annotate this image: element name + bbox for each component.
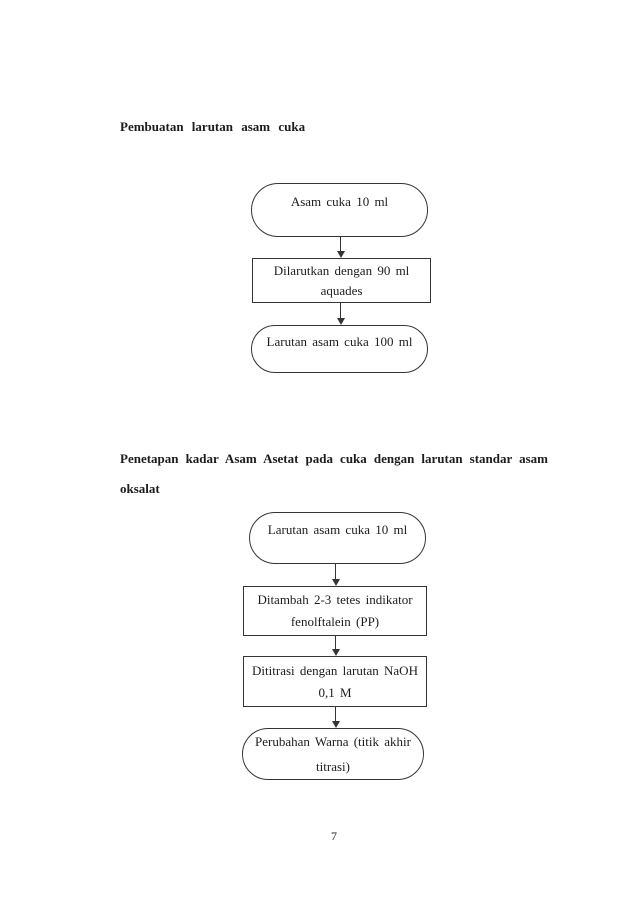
flow1-end-text: Larutan asam cuka 100 ml xyxy=(266,334,413,349)
arrow-head-icon xyxy=(336,251,345,258)
arrow-head-icon xyxy=(331,721,340,728)
section2-heading-line1: Penetapan kadar Asam Asetat pada cuka de… xyxy=(120,451,548,466)
flow2-process1-box: Ditambah 2-3 tetes indikator fenolftalei… xyxy=(243,586,427,636)
flow2-process1-line1: Ditambah 2-3 tetes indikator xyxy=(257,592,413,607)
section1-heading: Pembuatan larutan asam cuka xyxy=(120,119,306,134)
flow2-start-text: Larutan asam cuka 10 ml xyxy=(267,522,408,537)
flow2-end-line2: titrasi) xyxy=(316,759,350,774)
page-number: 7 xyxy=(331,829,337,843)
arrow-stem xyxy=(340,303,341,318)
flow1-start-text: Asam cuka 10 ml xyxy=(290,194,389,209)
flow1-process-line1: Dilarutkan dengan 90 ml xyxy=(273,262,410,278)
flow2-process2-box: Dititrasi dengan larutan NaOH 0,1 M xyxy=(243,656,427,707)
flow1-arrow-1 xyxy=(336,237,345,258)
flow1-start-terminal: Asam cuka 10 ml xyxy=(251,183,428,237)
arrow-stem xyxy=(335,707,336,721)
flow2-arrow-2 xyxy=(331,636,340,656)
arrow-head-icon xyxy=(331,649,340,656)
section2-heading: Penetapan kadar Asam Asetat pada cuka de… xyxy=(120,444,548,504)
flow2-end-line1: Perubahan Warna (titik akhir xyxy=(255,734,411,749)
flow2-process2-line1: Dititrasi dengan larutan NaOH xyxy=(252,662,418,678)
flow2-arrow-1 xyxy=(331,564,340,586)
arrow-head-icon xyxy=(336,318,345,325)
flow1-process-line2: aquades xyxy=(320,282,363,298)
flow2-process2-line2: 0,1 M xyxy=(318,684,352,700)
flow1-arrow-2 xyxy=(336,303,345,325)
arrow-stem xyxy=(335,564,336,579)
arrow-head-icon xyxy=(331,579,340,586)
flow2-arrow-3 xyxy=(331,707,340,728)
flow1-end-terminal: Larutan asam cuka 100 ml xyxy=(251,325,428,373)
section2-heading-line2: oksalat xyxy=(120,481,160,496)
arrow-stem xyxy=(340,237,341,251)
flow2-start-terminal: Larutan asam cuka 10 ml xyxy=(249,512,426,564)
arrow-stem xyxy=(335,636,336,649)
flow1-process-box: Dilarutkan dengan 90 ml aquades xyxy=(252,258,431,303)
flow2-process1-line2: fenolftalein (PP) xyxy=(290,614,380,629)
flow2-end-terminal: Perubahan Warna (titik akhir titrasi) xyxy=(242,728,424,780)
